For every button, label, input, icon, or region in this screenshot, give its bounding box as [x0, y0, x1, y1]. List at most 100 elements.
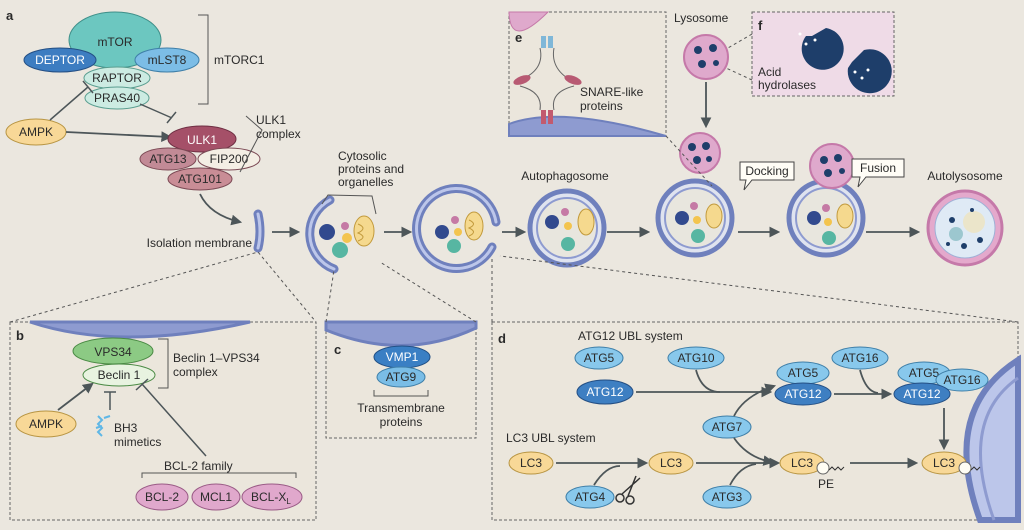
mlst8-node [134, 47, 200, 73]
atg101-label: ATG101 [178, 172, 222, 186]
bcl2-inhibits-beclin [135, 378, 207, 457]
lc3-label-2: LC3 [660, 456, 682, 470]
atg12-conj-label: ATG12 [784, 387, 821, 401]
beclin-complex-label-2: complex [173, 365, 218, 379]
panel-d-connector [491, 255, 1019, 323]
bcl-family-bracket [141, 472, 297, 478]
atg5-node [574, 346, 624, 370]
panel-f-connector [725, 33, 753, 81]
isolation-membrane-label: Isolation membrane [147, 236, 253, 250]
bcl2-node [135, 483, 189, 511]
ampk-label: AMPK [19, 125, 53, 139]
atg3-node [702, 485, 752, 509]
bclxl-label: BCL-XL [251, 490, 291, 506]
atg4-node [565, 485, 615, 509]
atg4-label: ATG4 [575, 490, 606, 504]
atg9-node [376, 366, 426, 388]
panel-b-ampk-label: AMPK [29, 417, 63, 431]
cytosolic-label-1: Cytosolic [338, 149, 387, 163]
panel-e-lysosome-membrane [508, 11, 550, 32]
cytosolic-label-2: proteins and [338, 162, 404, 176]
panel-label-e: e [515, 30, 522, 45]
atg16-node [831, 346, 889, 370]
panel-b-ampk-node [15, 410, 77, 438]
panel-f-label-1: Acid [758, 65, 781, 79]
atg101-node [167, 167, 233, 191]
beclin1-node [82, 363, 156, 387]
autophagosome-label: Autophagosome [521, 169, 609, 183]
bcl2-label: BCL-2 [145, 490, 179, 504]
cargo-1 [319, 215, 375, 258]
autophagosome [527, 188, 607, 268]
panel-e-label-1: SNARE-like [580, 85, 644, 99]
hydrolase-1 [801, 28, 844, 70]
bh3-inhibition [104, 391, 116, 410]
docking-lysosome [679, 132, 721, 174]
fusion-label: Fusion [860, 161, 896, 175]
bh3-molecule-icon [95, 415, 111, 437]
docking-label: Docking [745, 164, 788, 178]
atg7-to-lc3-arrow [733, 437, 775, 466]
pras40-label: PRAS40 [94, 91, 140, 105]
panel-e-label-2: proteins [580, 99, 623, 113]
fusion-autophagosome [786, 178, 866, 258]
atg10-node [667, 346, 725, 370]
vps34-label: VPS34 [94, 345, 132, 359]
panel-b-connector [9, 251, 317, 323]
ulk1-to-isolation-arrow [199, 193, 243, 226]
mlst8-label: mLST8 [148, 53, 187, 67]
beclin-complex-label-1: Beclin 1–VPS34 [173, 351, 260, 365]
autolysosome-label: Autolysosome [927, 169, 1003, 183]
panel-label-c: c [334, 342, 341, 357]
panel-label-b: b [16, 328, 24, 343]
panel-label-d: d [498, 331, 506, 346]
lc3-label-4: LC3 [933, 456, 955, 470]
atg13-label: ATG13 [149, 152, 186, 166]
atg9-label: ATG9 [386, 370, 417, 384]
atg12-complex-label: ATG12 [903, 387, 940, 401]
atg3-label: ATG3 [712, 490, 743, 504]
deptor-label: DEPTOR [35, 53, 85, 67]
ampk-activates-beclin [57, 382, 94, 411]
fusion-callout [851, 158, 905, 188]
mcl1-label: MCL1 [200, 490, 232, 504]
pe-lipid-2 [958, 461, 972, 475]
atg10-acts-arrow [695, 369, 721, 393]
vmp1-label: VMP1 [386, 350, 419, 364]
scissors-icon [615, 475, 641, 505]
atg13-node [139, 147, 197, 171]
ulk1-complex: ULK1 ATG13 FIP200 ATG101 ULK1 complex [139, 113, 301, 191]
atg4-acts-arrow [593, 465, 621, 486]
lysosome-label: Lysosome [674, 11, 729, 25]
panel-label-f: f [758, 18, 763, 33]
pe-label: PE [818, 477, 834, 491]
bh3-label-1: BH3 [114, 421, 138, 435]
mtorc1-bracket [198, 14, 209, 105]
atg5-conj-label: ATG5 [788, 366, 819, 380]
panel-c-connector [325, 261, 477, 323]
panel-e-box [508, 11, 667, 137]
atg12-system-label: ATG12 UBL system [578, 329, 683, 343]
pras40-node [84, 86, 150, 110]
atg16-complex-label: ATG16 [943, 373, 980, 387]
deptor-node [23, 47, 97, 73]
cargo-2 [435, 211, 484, 253]
panel-b-membrane [29, 320, 251, 339]
mtor-label: mTOR [97, 35, 132, 49]
docking-autophagosome [655, 178, 735, 258]
panel-c-label-2: proteins [380, 415, 423, 429]
ulk1-label: ULK1 [187, 133, 217, 147]
beclin1-label: Beclin 1 [98, 368, 141, 382]
atg12-conj-node [774, 382, 832, 406]
lc3-label-1: LC3 [520, 456, 542, 470]
atg10-label: ATG10 [677, 351, 714, 365]
panel-f-label-2: hydrolases [758, 78, 816, 92]
ulk1-complex-label-2: complex [256, 127, 301, 141]
cytosolic-bracket [321, 194, 377, 215]
atg7-label: ATG7 [712, 420, 743, 434]
ulk1-complex-label-1: ULK1 [256, 113, 286, 127]
atg16-label: ATG16 [841, 351, 878, 365]
pe-lipid-1 [816, 461, 830, 475]
atg5-label: ATG5 [584, 351, 615, 365]
